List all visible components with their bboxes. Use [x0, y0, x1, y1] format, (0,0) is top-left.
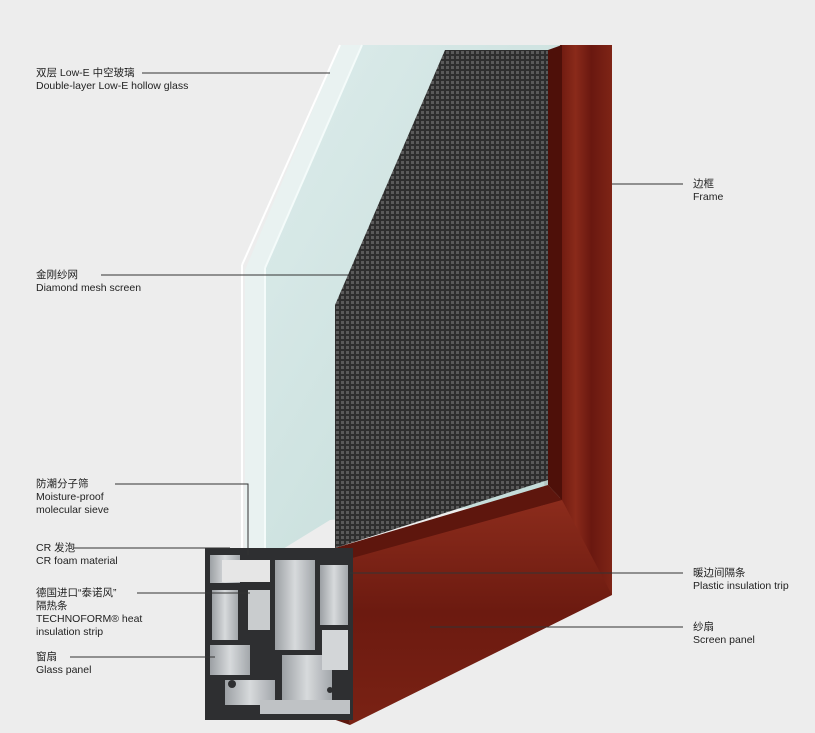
label-plastic-cn: 暖边间隔条	[693, 567, 789, 580]
label-strip-en1: TECHNOFORM® heat	[36, 613, 142, 626]
label-glass-panel-cn: 窗扇	[36, 651, 91, 664]
label-sieve-en1: Moisture-proof	[36, 491, 109, 504]
label-screen-panel-en: Screen panel	[693, 634, 755, 647]
label-sieve-cn: 防潮分子筛	[36, 478, 109, 491]
label-glass-panel: 窗扇 Glass panel	[36, 651, 91, 677]
label-foam-cn: CR 发泡	[36, 542, 118, 555]
label-glass-cn: 双层 Low-E 中空玻璃	[36, 67, 188, 80]
label-frame: 边框 Frame	[693, 178, 723, 204]
aluminum-profile-section	[205, 548, 353, 720]
label-frame-en: Frame	[693, 191, 723, 204]
label-mesh-cn: 金刚纱网	[36, 269, 141, 282]
label-plastic-en: Plastic insulation trip	[693, 580, 789, 593]
label-strip-cn2: 隔热条	[36, 600, 142, 613]
label-screen-panel-cn: 纱扇	[693, 621, 755, 634]
label-sieve-en2: molecular sieve	[36, 504, 109, 517]
label-mesh-en: Diamond mesh screen	[36, 282, 141, 295]
label-strip-en2: insulation strip	[36, 626, 142, 639]
label-mesh: 金刚纱网 Diamond mesh screen	[36, 269, 141, 295]
label-screen-panel: 纱扇 Screen panel	[693, 621, 755, 647]
label-strip: 德国进口“泰诺风” 隔热条 TECHNOFORM® heat insulatio…	[36, 587, 142, 639]
label-glass-panel-en: Glass panel	[36, 664, 91, 677]
label-sieve: 防潮分子筛 Moisture-proof molecular sieve	[36, 478, 109, 517]
label-glass: 双层 Low-E 中空玻璃 Double-layer Low-E hollow …	[36, 67, 188, 93]
label-glass-en: Double-layer Low-E hollow glass	[36, 80, 188, 93]
label-foam-en: CR foam material	[36, 555, 118, 568]
label-strip-cn1: 德国进口“泰诺风”	[36, 587, 142, 600]
label-frame-cn: 边框	[693, 178, 723, 191]
label-foam: CR 发泡 CR foam material	[36, 542, 118, 568]
label-plastic: 暖边间隔条 Plastic insulation trip	[693, 567, 789, 593]
